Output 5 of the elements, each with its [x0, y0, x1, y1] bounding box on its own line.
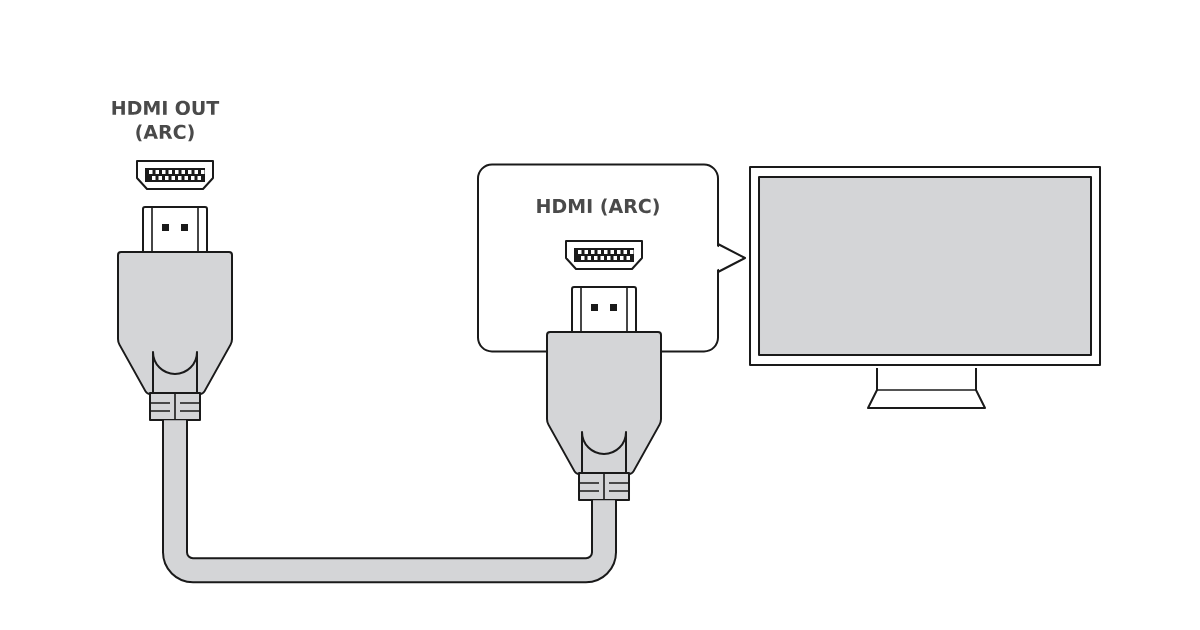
hdmi-plug-drawing [117, 206, 233, 421]
hdmi-plug-drawing [546, 286, 662, 501]
tv-drawing [749, 166, 1101, 409]
hdmi-cable [162, 420, 617, 584]
port-label: HDMI OUT (ARC) [112, 100, 220, 142]
